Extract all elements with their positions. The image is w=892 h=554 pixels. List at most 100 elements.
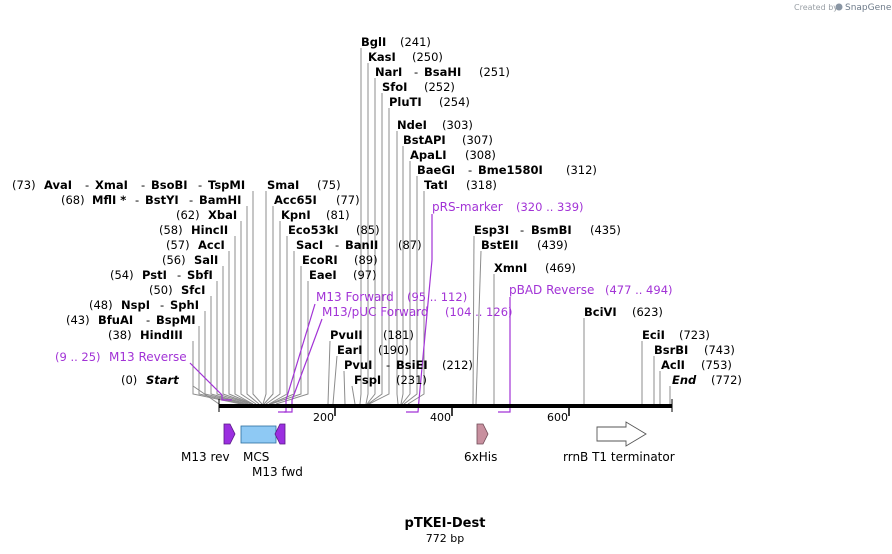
svg-text:XmaI: XmaI (95, 178, 128, 192)
svg-text:End: End (672, 373, 697, 387)
svg-text:(56): (56) (162, 253, 186, 267)
svg-text:(435): (435) (590, 223, 621, 237)
feature-mcs: MCS (240, 425, 277, 464)
svg-text:HincII: HincII (191, 223, 228, 237)
site-label-kasi: KasI(250) (368, 50, 443, 64)
svg-text:(241): (241) (400, 35, 431, 49)
svg-text:KasI: KasI (368, 50, 396, 64)
site-label-start: (0)Start (121, 373, 179, 387)
svg-text:(307): (307) (462, 133, 493, 147)
svg-text:(68): (68) (61, 193, 85, 207)
feature-m13-rev: M13 rev (181, 423, 236, 464)
svg-text:BglI: BglI (361, 35, 386, 49)
site-label-eco53ki: Eco53kI(85) (288, 223, 380, 237)
svg-text:SfoI: SfoI (382, 80, 407, 94)
backbone-line (219, 404, 672, 408)
svg-text:BsrBI: BsrBI (654, 343, 688, 357)
svg-text:BspMI: BspMI (156, 313, 196, 327)
svg-text:AccI: AccI (198, 238, 225, 252)
svg-text:rrnB T1 terminator: rrnB T1 terminator (563, 450, 675, 464)
primer-label-m13-reverse: (9 .. 25)M13 Reverse (55, 350, 187, 364)
svg-text:(38): (38) (108, 328, 132, 342)
svg-text:(104 .. 126): (104 .. 126) (445, 305, 513, 319)
svg-text:BstEII: BstEII (481, 238, 519, 252)
map-length: 772 bp (426, 532, 464, 545)
svg-text:M13/pUC Forward: M13/pUC Forward (322, 305, 429, 319)
snapgene-logo-icon (835, 3, 843, 11)
svg-text:SfcI: SfcI (181, 283, 205, 297)
svg-text:-: - (198, 178, 202, 192)
svg-text:Bme1580I: Bme1580I (478, 163, 543, 177)
site-label-saci-banii: SacI-BanII(87) (296, 238, 422, 252)
svg-text:(723): (723) (679, 328, 710, 342)
svg-text:EciI: EciI (642, 328, 665, 342)
svg-text:(308): (308) (465, 148, 496, 162)
svg-text:MCS: MCS (243, 450, 269, 464)
svg-text:BfuAI: BfuAI (98, 313, 133, 327)
svg-text:(303): (303) (442, 118, 473, 132)
site-label-baegi-bme1580i: BaeGI-Bme1580I (312) (417, 163, 597, 177)
svg-text:M13 fwd: M13 fwd (252, 465, 303, 479)
site-leader-lines (192, 48, 671, 405)
site-label-pvuii: PvuII (181) (330, 328, 414, 342)
site-label-ecori: EcoRI(89) (302, 253, 378, 267)
site-label-bgli: BglI (241) (361, 35, 431, 49)
svg-text:BaeGI: BaeGI (417, 163, 455, 177)
site-label-pluti: PluTI(254) (389, 95, 470, 109)
feature-m13-fwd: M13 fwd (252, 423, 303, 479)
site-label-bsrbi: BsrBI(743) (654, 343, 735, 357)
svg-text:(623): (623) (632, 305, 663, 319)
site-label-smai: SmaI(75) (267, 178, 341, 192)
svg-text:Acc65I: Acc65I (274, 193, 317, 207)
svg-text:(95 .. 112): (95 .. 112) (407, 290, 467, 304)
site-label-xbai: (62)XbaI (176, 208, 237, 222)
primer-label-prs-marker: pRS-marker(320 .. 339) (432, 200, 584, 214)
svg-text:FspI: FspI (354, 373, 381, 387)
site-label-bfuai-bspmi: (43)BfuAI-BspMI (66, 313, 196, 327)
svg-text:BciVI: BciVI (584, 305, 617, 319)
svg-text:(753): (753) (701, 358, 732, 372)
site-label-sali: (56) SalI (162, 253, 218, 267)
svg-text:(318): (318) (466, 178, 497, 192)
svg-text:AclI: AclI (661, 358, 685, 372)
feature-6xhis: 6xHis (464, 423, 497, 464)
svg-text:-: - (386, 358, 390, 372)
site-label-fspi: FspI(231) (354, 373, 427, 387)
site-label-ecii: EciI (723) (642, 328, 710, 342)
svg-text:BanII: BanII (345, 238, 378, 252)
site-label-kpni: KpnI (81) (281, 208, 350, 222)
site-label-mfli-bstyi-bamhi: (68)MflI *-BstYI-BamHI (61, 193, 241, 207)
svg-text:(9 .. 25): (9 .. 25) (55, 350, 101, 364)
svg-text:SalI: SalI (194, 253, 218, 267)
svg-text:(772): (772) (711, 373, 742, 387)
svg-text:M13 Forward: M13 Forward (316, 290, 394, 304)
svg-text:EaeI: EaeI (309, 268, 337, 282)
site-label-hindiii: (38)HindIII (108, 328, 183, 342)
primer-label-m13-forward: M13 Forward (95 .. 112) (316, 290, 467, 304)
svg-text:(58): (58) (159, 223, 183, 237)
svg-text:(77): (77) (336, 193, 360, 207)
site-label-avai-xmai-bsobi-tspmi: (73)AvaI-XmaI-BsoBI-TspMI (12, 178, 245, 192)
svg-text:BsiEI: BsiEI (396, 358, 428, 372)
svg-text:PvuI: PvuI (344, 358, 372, 372)
svg-text:KpnI: KpnI (281, 208, 311, 222)
site-label-esp3i-bsmbi: Esp3I-BsmBI(435) (474, 223, 621, 237)
svg-text:PvuII: PvuII (330, 328, 363, 342)
site-label-eaei: EaeI(97) (309, 268, 377, 282)
svg-text:(312): (312) (566, 163, 597, 177)
svg-text:(181): (181) (383, 328, 414, 342)
svg-text:(81): (81) (326, 208, 350, 222)
svg-text:ApaLI: ApaLI (410, 148, 447, 162)
svg-text:BstYI: BstYI (145, 193, 179, 207)
svg-text:M13 rev: M13 rev (181, 450, 230, 464)
map-title: pTKEI-Dest (405, 516, 486, 531)
svg-text:BsmBI: BsmBI (531, 223, 572, 237)
svg-text:(469): (469) (545, 261, 576, 275)
site-label-bcivi: BciVI (623) (584, 305, 663, 319)
site-label-apali: ApaLI (308) (410, 148, 496, 162)
axis-tick-label: 200 (313, 411, 334, 424)
axis-tick-label: 600 (547, 411, 568, 424)
svg-text:-: - (468, 163, 472, 177)
primer-label-pbad-reverse: pBAD Reverse(477 .. 494) (509, 283, 673, 297)
svg-text:Eco53kI: Eco53kI (288, 223, 339, 237)
